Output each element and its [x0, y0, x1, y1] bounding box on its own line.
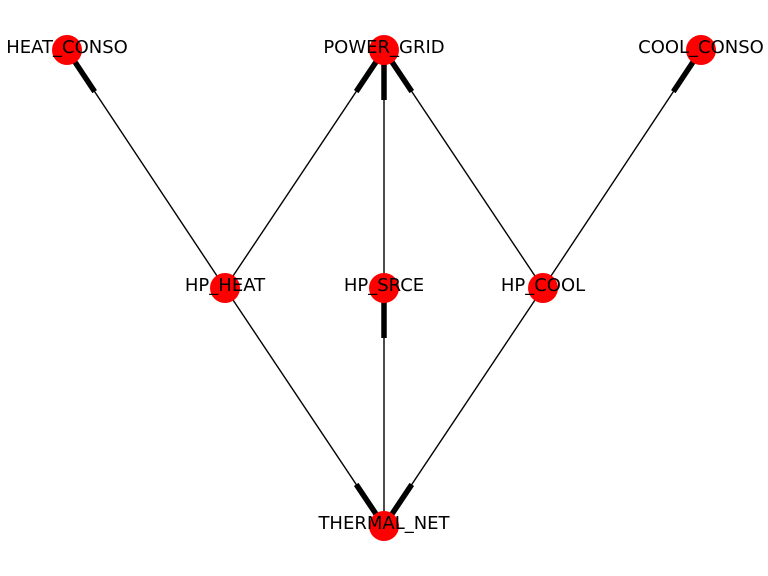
node-label-cool-conso: COOL_CONSO	[638, 37, 764, 58]
node-label-heat-conso: HEAT_CONSO	[6, 37, 128, 58]
node-power-grid[interactable]	[369, 35, 399, 65]
edge-arrowhead-thermal-net	[386, 482, 415, 521]
node-thermal-net[interactable]	[369, 511, 399, 541]
nodes-layer	[52, 35, 716, 541]
edges-layer	[66, 49, 702, 527]
edge-arrowhead-power-grid	[353, 55, 382, 94]
edge-arrowhead-power-grid	[386, 55, 415, 94]
node-cool-conso[interactable]	[686, 35, 716, 65]
edge-arrowhead-cool-conso	[671, 55, 699, 94]
node-label-hp-srce: HP_SRCE	[344, 275, 424, 296]
edge-arrowhead-heat-conso	[69, 55, 97, 94]
node-hp-cool[interactable]	[528, 273, 558, 303]
edge-arrowhead-thermal-net	[353, 482, 382, 521]
node-hp-srce[interactable]	[369, 273, 399, 303]
node-label-power-grid: POWER_GRID	[323, 37, 444, 58]
node-label-hp-heat: HP_HEAT	[185, 275, 266, 296]
labels-layer: HEAT_CONSO POWER_GRID COOL_CONSO HP_HEAT HP_…	[6, 37, 764, 534]
node-label-hp-cool: HP_COOL	[501, 275, 585, 296]
node-heat-conso[interactable]	[52, 35, 82, 65]
node-label-thermal-net: THERMAL_NET	[317, 513, 450, 534]
node-hp-heat[interactable]	[210, 273, 240, 303]
